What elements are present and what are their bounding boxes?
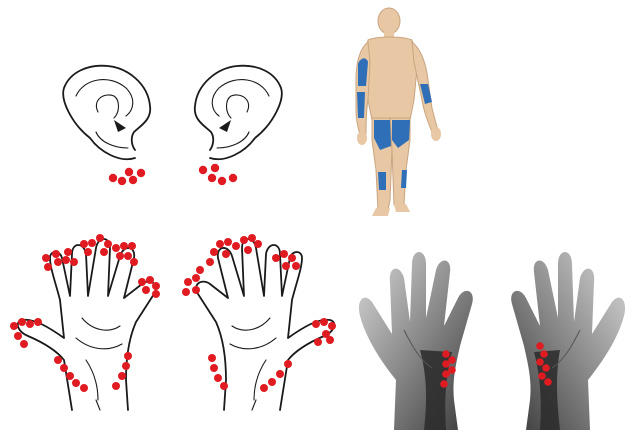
right-hand-marker-points (182, 234, 336, 392)
human-figure-icon (356, 8, 441, 216)
left-shin-region (378, 172, 386, 190)
body-panel (356, 8, 441, 216)
hand-drawings-panel (10, 234, 336, 410)
left-ear-marker-points (109, 168, 145, 185)
left-hand-marker-points (10, 234, 160, 392)
shin-region (401, 170, 407, 188)
right-hand-photo-icon (511, 252, 625, 430)
left-forearm-region (357, 92, 365, 118)
left-hand-photo-icon (359, 252, 473, 430)
right-ear-icon (195, 66, 282, 160)
ears-panel (63, 66, 282, 186)
hand-photo-panel (359, 252, 625, 430)
left-ear-icon (63, 66, 150, 160)
right-ear-marker-points (199, 164, 237, 185)
